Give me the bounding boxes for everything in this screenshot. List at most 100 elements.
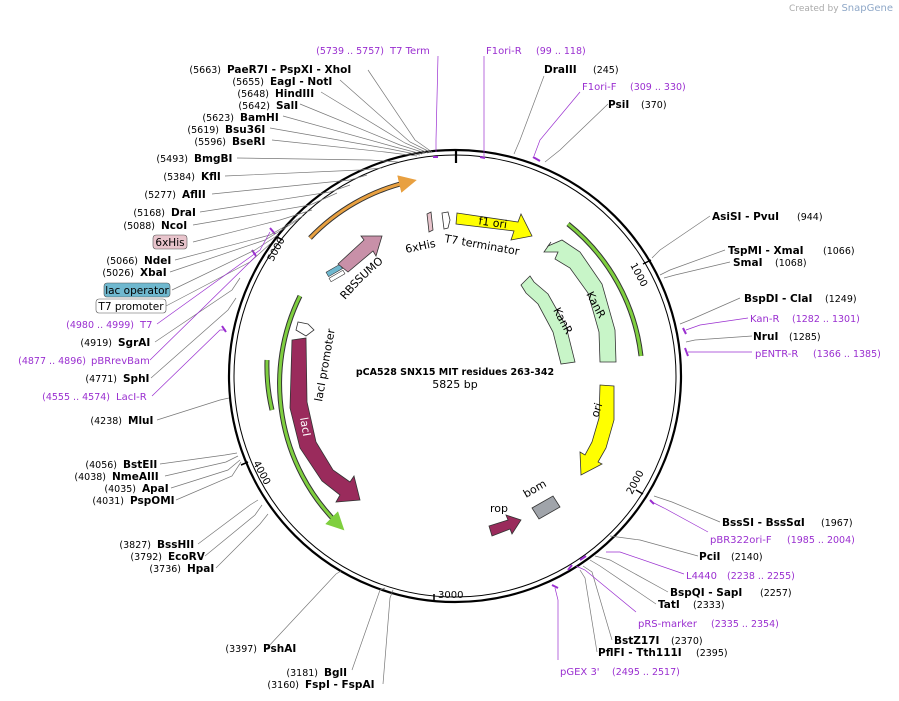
feature-label-lac-operator: lac operator (105, 285, 169, 297)
tick-label-4000: 4000 (250, 459, 272, 487)
tick-4000 (240, 461, 249, 466)
feature-label-laci-promoter: lacI promoter (312, 327, 338, 402)
tick-2000 (635, 489, 644, 495)
primer-label-kan-r: Kan-R (750, 314, 779, 325)
feature-box-lac-operator (103, 282, 171, 298)
feature-label-t7-promoter: T7 promoter (97, 301, 164, 313)
feature-label-t7-terminator: T7 terminator (442, 232, 520, 258)
tick-1000 (642, 259, 652, 265)
site-pos: (4056) (85, 460, 117, 471)
primer-label-pbrrevbam: pBRrevBam (91, 356, 150, 367)
site-pos: (4035) (104, 484, 136, 495)
primer-label-l4440: L4440 (686, 571, 717, 582)
primer-mark-kan-r (682, 327, 687, 335)
feature-box-6xhis (152, 234, 188, 250)
site-label: NcoI (161, 220, 187, 232)
site-pos: (5384) (163, 172, 195, 183)
site-pos: (5168) (133, 208, 165, 219)
site-pos: (4771) (85, 374, 117, 385)
site-pos: (944) (797, 212, 823, 223)
feature-sumo (337, 235, 383, 273)
site-pos: (2257) (760, 588, 792, 599)
leader-lines-right-primers (483, 56, 752, 660)
site-pos: (5663) (189, 65, 221, 76)
site-label: AflII (182, 189, 206, 201)
feature-f1-ori (455, 212, 533, 241)
site-pos: (2370) (671, 636, 703, 647)
feature-t7-terminator (441, 211, 451, 230)
tick-label-5000: 5000 (266, 236, 288, 264)
site-pos: (3792) (130, 552, 162, 563)
feature-rop (488, 514, 522, 537)
feature-ori (579, 384, 615, 476)
site-label: BseRI (232, 136, 265, 148)
site-pos: (2140) (731, 552, 763, 563)
site-label: SphI (123, 373, 149, 385)
site-pos: (1068) (775, 258, 807, 269)
site-label: BglI (324, 667, 347, 679)
primer-mark-prs-marker (567, 564, 573, 571)
site-label: BspDI - ClaI (744, 293, 812, 305)
primer-range: (2495 .. 2517) (612, 667, 680, 678)
site-pos: (5619) (187, 125, 219, 136)
primer-range: (1282 .. 1301) (792, 314, 860, 325)
site-label: SalI (276, 100, 298, 112)
site-pos: (370) (641, 100, 667, 111)
tick-marks (240, 235, 652, 602)
watermark: Created by SnapGene (789, 3, 893, 14)
site-label: BssHII (157, 539, 194, 551)
watermark-prefix: Created by (789, 4, 839, 14)
primer-label-pbr322ori-f: pBR322ori-F (710, 535, 772, 546)
primer-range: (4555 .. 4574) (42, 392, 110, 403)
primer-mark-pentr-r (684, 347, 689, 357)
site-pos: (2395) (696, 648, 728, 659)
site-label: DraIII (544, 64, 577, 76)
tick-label-3000: 3000 (438, 590, 463, 601)
plasmid-length: 5825 bp (432, 378, 477, 391)
feature-label-6xhis: 6xHis (155, 237, 184, 249)
leader-lines-right (513, 75, 753, 653)
site-pos: (1249) (825, 294, 857, 305)
site-pos: (3736) (149, 564, 181, 575)
primer-mark-laci-r (221, 325, 227, 333)
primer-mark-l4440 (579, 555, 587, 561)
site-label: PaeR7I - PspXI - XhoI (227, 64, 351, 76)
primer-mark-f1ori-r (479, 156, 486, 159)
site-pos: (3827) (119, 540, 151, 551)
site-label: MluI (128, 415, 153, 427)
site-pos: (245) (593, 65, 619, 76)
primer-label-t7: T7 (139, 320, 152, 331)
site-label: SgrAI (118, 337, 150, 349)
primer-label-f1ori-f: F1ori-F (582, 82, 617, 93)
primer-label-pgex3: pGEX 3' (560, 667, 600, 678)
feature-label-his-inner: 6xHis (404, 237, 437, 256)
left-feature-boxes: 6xHis lac operator T7 promoter (95, 234, 188, 314)
site-pos: (5642) (238, 101, 270, 112)
feature-label-laci: lacI (297, 416, 313, 437)
feature-label-ori: ori (588, 401, 605, 419)
snapgene-logo: SnapGene (841, 3, 893, 14)
feature-his-tag (426, 211, 434, 233)
site-pos: (5648) (237, 89, 269, 100)
site-label: BamHI (240, 112, 279, 124)
primer-mark-pgex3 (551, 584, 559, 589)
site-label: NruI (753, 331, 778, 343)
feature-lac-operator-block (325, 263, 346, 283)
site-label: NdeI (144, 255, 171, 267)
feature-label-f1-ori: f1 ori (478, 214, 508, 231)
site-label: PspOMI (130, 495, 175, 507)
site-label: ApaI (142, 483, 169, 495)
site-label: EcoRV (168, 551, 206, 563)
primer-range: (2335 .. 2354) (711, 619, 779, 630)
site-label: TspMI - XmaI (728, 245, 804, 257)
site-pos: (1285) (789, 332, 821, 343)
site-label: NmeAIII (112, 471, 159, 483)
primer-range: (4877 .. 4896) (18, 356, 86, 367)
site-label: AsiSI - PvuI (712, 211, 779, 223)
site-label: BspQI - SapI (670, 587, 742, 599)
site-label: BstEII (123, 459, 157, 471)
site-pos: (1967) (821, 518, 853, 529)
tick-5000 (275, 235, 283, 241)
site-pos: (2333) (693, 600, 725, 611)
site-pos: (5655) (232, 77, 264, 88)
